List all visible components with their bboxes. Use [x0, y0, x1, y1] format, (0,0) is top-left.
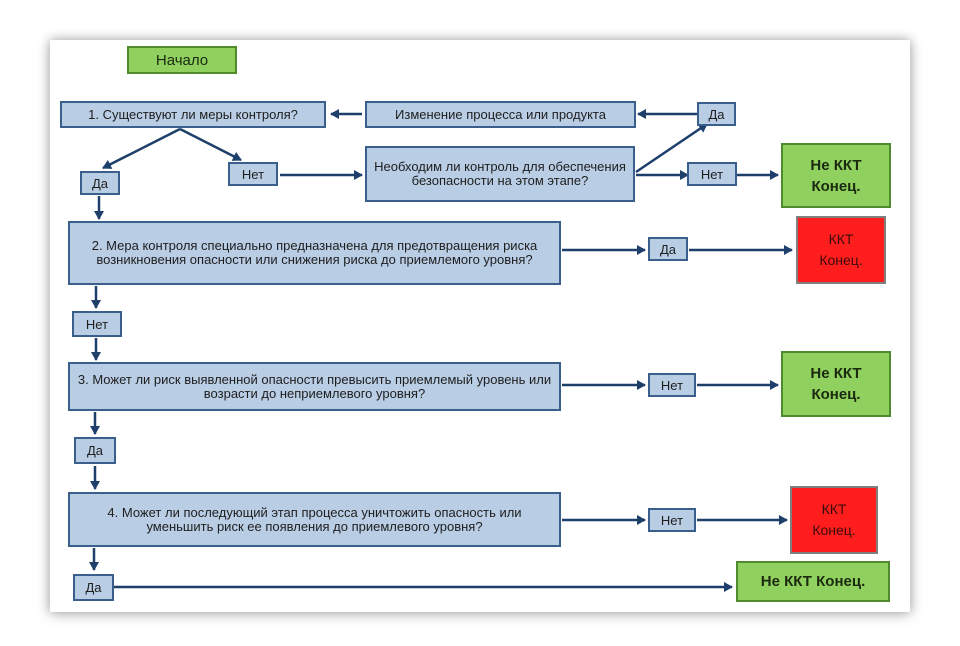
start-label: Начало: [155, 51, 209, 69]
no-label-q3: Нет: [648, 373, 696, 397]
no-label-q4: Нет: [648, 508, 696, 532]
start-box: Начало: [127, 46, 237, 74]
question-2-text: 2. Мера контроля специально предназначен…: [91, 238, 538, 267]
question-3-text: 3. Может ли риск выявленной опасности пр…: [77, 371, 552, 401]
no-label-need: Нет: [687, 162, 737, 186]
question-2-box: 2. Мера контроля специально предназначен…: [68, 221, 561, 285]
yes-label-q1: Да: [80, 171, 120, 195]
change-process-box: Изменение процесса или продукта: [365, 101, 636, 128]
yes-label-q3: Да: [74, 437, 116, 464]
yes-label-change: Да: [697, 102, 736, 126]
arrow-q1-to-no: [179, 127, 242, 162]
question-1-box: 1. Существуют ли меры контроля?: [60, 101, 326, 128]
question-3-box: 3. Может ли риск выявленной опасности пр…: [68, 362, 561, 411]
change-process-text: Изменение процесса или продукта: [395, 106, 606, 122]
not-ccp-end-final: Не ККТ Конец.: [736, 561, 890, 602]
arrow-need-to-yes: [635, 122, 708, 174]
need-control-text: Необходим ли контроль для обеспечения бе…: [374, 159, 626, 188]
arrow-q1-to-yes: [102, 127, 181, 170]
question-1-text: 1. Существуют ли меры контроля?: [88, 106, 298, 122]
need-control-box: Необходим ли контроль для обеспечения бе…: [365, 146, 635, 202]
question-4-text: 4. Может ли последующий этап процесса ун…: [107, 504, 522, 534]
yes-label-q4: Да: [73, 574, 114, 601]
no-label-q2: Нет: [72, 311, 122, 337]
no-label-q1: Нет: [228, 162, 278, 186]
question-4-box: 4. Может ли последующий этап процесса ун…: [68, 492, 561, 547]
yes-label-q2: Да: [648, 237, 688, 261]
